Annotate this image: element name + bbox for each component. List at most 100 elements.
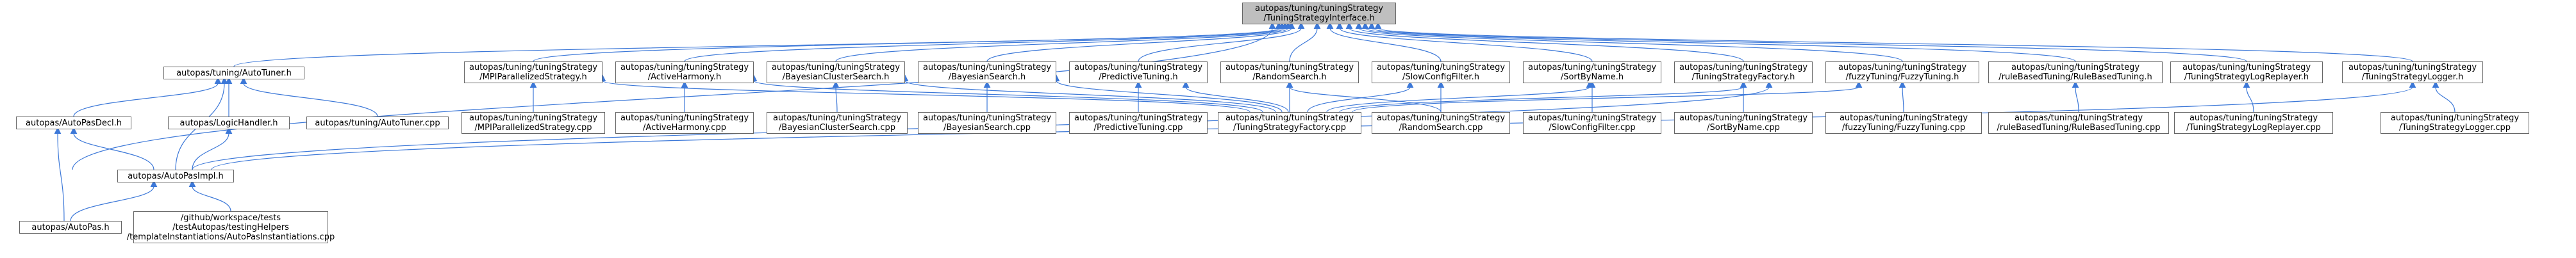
node-label-line1: autopas/tuning/tuningStrategy (1679, 63, 1808, 72)
dependency-edge (1361, 22, 2076, 62)
node-label-line2: /fuzzyTuning/FuzzyTuning.h (1845, 72, 1959, 82)
node-label-line2: /MPIParallelizedStrategy.cpp (474, 123, 592, 133)
node-label-line2: /TuningStrategyFactory.cpp (1233, 123, 1347, 133)
node-tuningstrategylogreplayer-cpp[interactable]: autopas/tuning/tuningStrategy /TuningStr… (2174, 112, 2333, 134)
node-label-line1: autopas/tuning/tuningStrategy (1527, 63, 1657, 72)
node-label-line1: autopas/tuning/tuningStrategy (1376, 63, 1506, 72)
node-slowconfigfilter-cpp[interactable]: autopas/tuning/tuningStrategy /SlowConfi… (1523, 112, 1661, 134)
node-tuningstrategylogger-h[interactable]: autopas/tuning/tuningStrategy /TuningStr… (2342, 61, 2483, 83)
node-label-line2: /PredictiveTuning.cpp (1093, 123, 1183, 133)
node-label-line2: /SlowConfigFilter.h (1402, 72, 1479, 82)
node-label-line2: /SortByName.h (1560, 72, 1624, 82)
node-bayesianclustersearch-cpp[interactable]: autopas/tuning/tuningStrategy /BayesianC… (767, 112, 908, 134)
node-label-line1: autopas/tuning/tuningStrategy (2011, 63, 2140, 72)
node-autopas-h[interactable]: autopas/AutoPas.h (19, 221, 122, 234)
node-label-line2: /BayesianSearch.h (948, 72, 1026, 82)
node-activeharmony-h[interactable]: autopas/tuning/tuningStrategy /ActiveHar… (615, 61, 754, 83)
node-label-line1: autopas/tuning/tuningStrategy (2189, 113, 2318, 123)
node-tuningstrategylogreplayer-h[interactable]: autopas/tuning/tuningStrategy /TuningStr… (2170, 61, 2323, 83)
dependency-edge (1899, 81, 1906, 113)
node-slowconfigfilter-h[interactable]: autopas/tuning/tuningStrategy /SlowConfi… (1372, 61, 1510, 83)
node-tuningstrategyfactory-cpp[interactable]: autopas/tuning/tuningStrategy /TuningStr… (1218, 112, 1361, 134)
node-label-line1: autopas/tuning/tuningStrategy (922, 113, 1052, 123)
dependency-edge (750, 74, 1263, 113)
node-label-line3: /templateInstantiations/AutoPasInstantia… (126, 232, 335, 242)
node-tuningstrategyinterface-h[interactable]: autopas/tuning/tuningStrategy /TuningStr… (1242, 3, 1396, 24)
node-fuzzytuning-h[interactable]: autopas/tuning/tuningStrategy /fuzzyTuni… (1825, 61, 1979, 83)
dependency-edge (192, 127, 233, 170)
node-autopasinstantiations-cpp[interactable]: /github/workspace/tests /testAutopas/tes… (127, 211, 335, 243)
dependency-edge (2432, 81, 2456, 113)
dependency-edge (1182, 81, 1289, 113)
dependency-edge (832, 81, 840, 113)
node-bayesiansearch-cpp[interactable]: autopas/tuning/tuningStrategy /BayesianS… (918, 112, 1056, 134)
dependency-edge (1345, 22, 1744, 62)
dependency-edge (1374, 22, 2413, 62)
node-label-line1: /github/workspace/tests (180, 213, 281, 223)
node-label-line1: autopas/tuning/tuningStrategy (1838, 63, 1967, 72)
node-mpiparallelizedstrategy-h[interactable]: autopas/tuning/tuningStrategy /MPIParall… (464, 61, 602, 83)
node-label-line2: /TuningStrategyLogger.h (2361, 72, 2464, 82)
dependency-edge (1326, 22, 1442, 62)
node-randomsearch-h[interactable]: autopas/tuning/tuningStrategy /RandomSea… (1220, 61, 1359, 83)
dependency-edge (1326, 81, 1593, 113)
node-label-line2: /RandomSearch.h (1252, 72, 1327, 82)
node-logichandler-h[interactable]: autopas/LogicHandler.h (168, 117, 290, 129)
node-label-line2: /ruleBasedTuning/RuleBasedTuning.cpp (1997, 123, 2161, 133)
node-label-line2: /BayesianClusterSearch.cpp (778, 123, 896, 133)
node-tuningstrategylogger-cpp[interactable]: autopas/tuning/tuningStrategy /TuningStr… (2381, 112, 2529, 134)
node-predictivetuning-h[interactable]: autopas/tuning/tuningStrategy /Predictiv… (1069, 61, 1208, 83)
node-label: autopas/AutoPasImpl.h (128, 171, 224, 181)
node-label-line1: autopas/tuning/tuningStrategy (469, 113, 598, 123)
node-label-line1: autopas/tuning/tuningStrategy (1074, 113, 1203, 123)
dependency-edge (1052, 74, 1283, 113)
dependency-edges (54, 22, 2456, 222)
node-autopasdecl-h[interactable]: autopas/AutoPasDecl.h (16, 117, 131, 129)
node-label-line2: /RandomSearch.cpp (1399, 123, 1483, 133)
node-label-line2: /TuningStrategyLogReplayer.cpp (2186, 123, 2321, 133)
dependency-edge (835, 22, 1292, 62)
node-activeharmony-cpp[interactable]: autopas/tuning/tuningStrategy /ActiveHar… (615, 112, 754, 134)
node-autotuner-cpp[interactable]: autopas/tuning/AutoTuner.cpp (306, 117, 449, 129)
node-label-line2: /SlowConfigFilter.cpp (1549, 123, 1636, 133)
node-label: autopas/AutoPasDecl.h (26, 118, 122, 128)
dependency-edge (1307, 81, 1414, 113)
node-label-line2: /SortByName.cpp (1707, 123, 1780, 133)
node-label-line1: autopas/tuning/tuningStrategy (469, 63, 598, 72)
dependency-edge (70, 127, 154, 170)
node-predictivetuning-cpp[interactable]: autopas/tuning/tuningStrategy /Predictiv… (1069, 112, 1208, 134)
node-bayesianclustersearch-h[interactable]: autopas/tuning/tuningStrategy /BayesianC… (767, 61, 905, 83)
dependency-edge (2072, 81, 2079, 113)
node-rulebasedtuning-h[interactable]: autopas/tuning/tuningStrategy /ruleBased… (1988, 61, 2163, 83)
dependency-edge (72, 22, 1276, 170)
node-label-line2: /ActiveHarmony.h (647, 72, 722, 82)
node-label-line1: autopas/tuning/tuningStrategy (1225, 63, 1354, 72)
node-label-line2: /TuningStrategyLogReplayer.h (2184, 72, 2309, 82)
node-label: autopas/LogicHandler.h (179, 118, 278, 128)
node-label: autopas/tuning/AutoTuner.h (176, 68, 292, 78)
node-randomsearch-cpp[interactable]: autopas/tuning/tuningStrategy /RandomSea… (1372, 112, 1510, 134)
node-label-line2: /MPIParallelizedStrategy.h (479, 72, 587, 82)
node-rulebasedtuning-cpp[interactable]: autopas/tuning/tuningStrategy /ruleBased… (1988, 112, 2169, 134)
node-label-line2: /TuningStrategyInterface.h (1263, 13, 1375, 23)
node-label-line1: autopas/tuning/tuningStrategy (2348, 63, 2477, 72)
node-autotuner-h[interactable]: autopas/tuning/AutoTuner.h (163, 67, 304, 79)
node-label-line1: autopas/tuning/tuningStrategy (1376, 113, 1506, 123)
node-label: autopas/tuning/AutoTuner.cpp (315, 118, 440, 128)
node-bayesiansearch-h[interactable]: autopas/tuning/tuningStrategy /BayesianS… (918, 61, 1056, 83)
node-label-line1: autopas/tuning/tuningStrategy (771, 63, 901, 72)
node-mpiparallelizedstrategy-cpp[interactable]: autopas/tuning/tuningStrategy /MPIParall… (461, 112, 605, 134)
node-label-line1: autopas/tuning/tuningStrategy (1527, 113, 1657, 123)
node-fuzzytuning-cpp[interactable]: autopas/tuning/tuningStrategy /fuzzyTuni… (1825, 112, 1982, 134)
dependency-edge (1355, 22, 1903, 62)
node-label-line2: /ActiveHarmony.cpp (643, 123, 726, 133)
node-sortbyname-cpp[interactable]: autopas/tuning/tuningStrategy /SortByNam… (1674, 112, 1813, 134)
dependency-edge (2243, 81, 2254, 113)
dependency-edge (188, 180, 231, 212)
node-tuningstrategyfactory-h[interactable]: autopas/tuning/tuningStrategy /TuningStr… (1674, 61, 1813, 83)
node-sortbyname-h[interactable]: autopas/tuning/tuningStrategy /SortByNam… (1523, 61, 1661, 83)
node-label-line1: autopas/tuning/tuningStrategy (2014, 113, 2143, 123)
node-autopasimpl-h[interactable]: autopas/AutoPasImpl.h (117, 170, 234, 182)
node-label-line1: autopas/tuning/tuningStrategy (2390, 113, 2520, 123)
dependency-edge (599, 74, 1251, 113)
